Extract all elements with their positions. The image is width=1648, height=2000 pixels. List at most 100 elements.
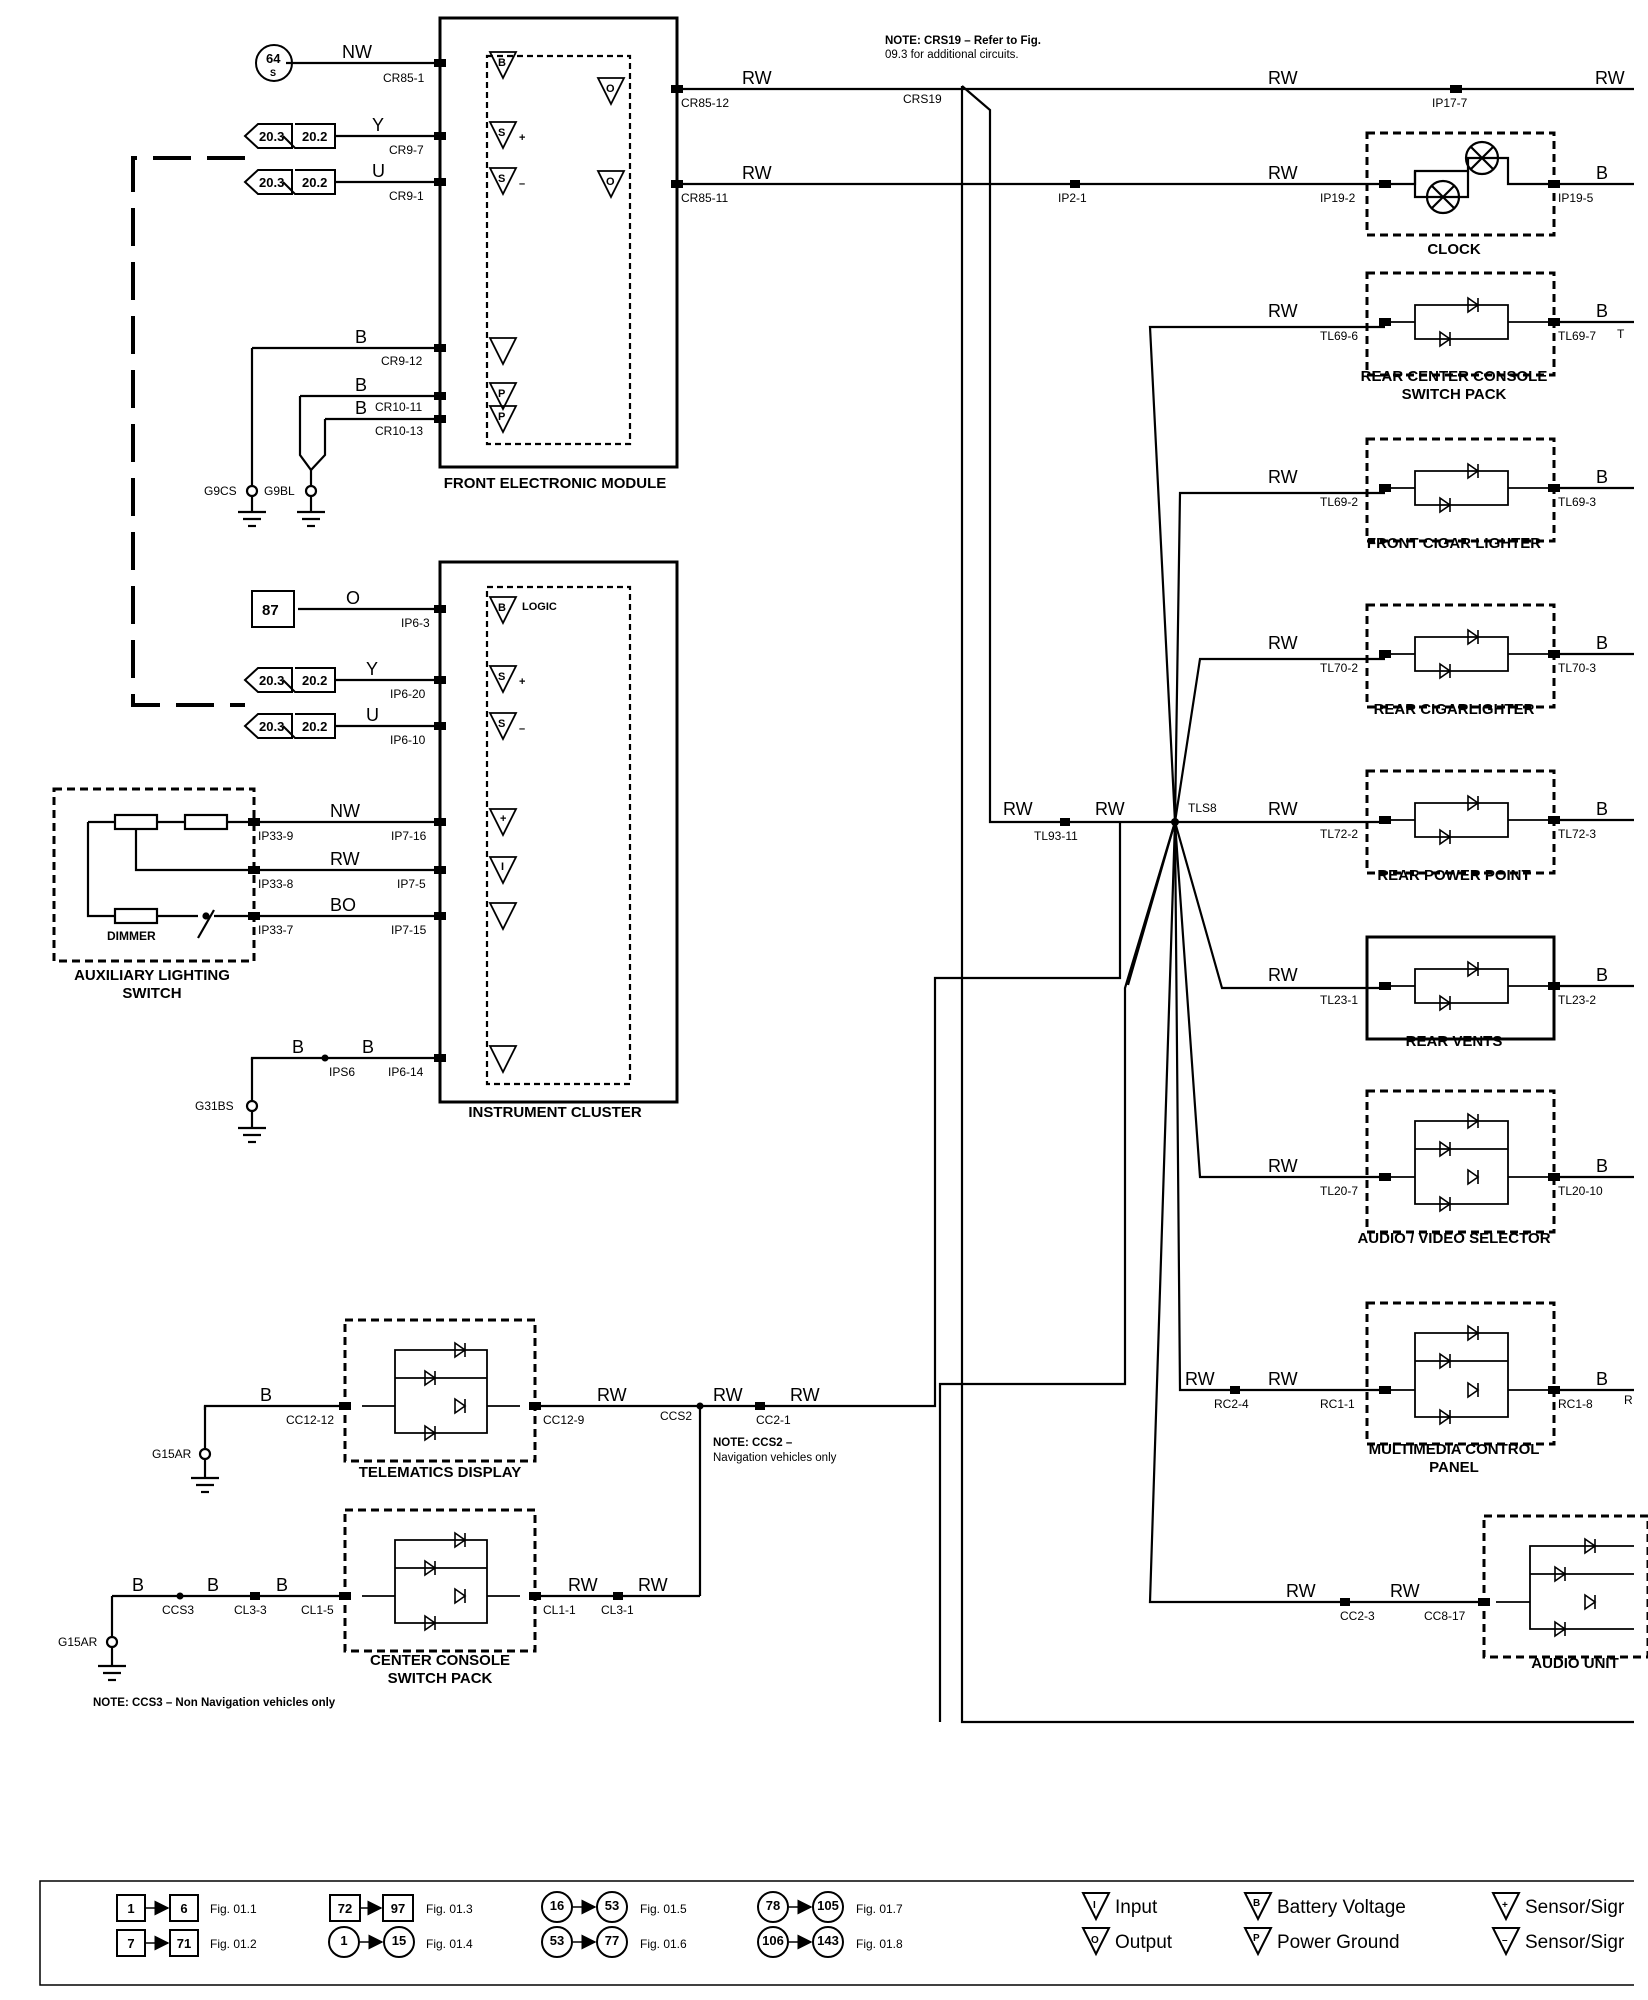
svg-text:RW: RW xyxy=(1268,163,1298,183)
svg-text:RW: RW xyxy=(1390,1581,1420,1601)
svg-text:RC1-8: RC1-8 xyxy=(1558,1397,1593,1411)
ref-20-2-b: 20.2 xyxy=(302,175,327,190)
svg-text:CC2-3: CC2-3 xyxy=(1340,1609,1375,1623)
svg-text:S: S xyxy=(498,671,505,683)
svg-text:B: B xyxy=(207,1575,219,1595)
svg-text:Fig. 01.6: Fig. 01.6 xyxy=(640,1937,687,1951)
svg-text:RW: RW xyxy=(1268,1369,1298,1389)
svg-text:TL69-3: TL69-3 xyxy=(1558,495,1596,509)
ref-20-3-b: 20.3 xyxy=(259,175,284,190)
svg-text:TL70-3: TL70-3 xyxy=(1558,661,1596,675)
svg-text:NW: NW xyxy=(330,801,360,821)
svg-text:CLOCK: CLOCK xyxy=(1427,241,1480,258)
svg-text:B: B xyxy=(132,1575,144,1595)
svg-text:106: 106 xyxy=(762,1933,784,1948)
svg-text:TL93-11: TL93-11 xyxy=(1034,829,1078,843)
svg-text:MULTIMEDIA CONTROL: MULTIMEDIA CONTROL xyxy=(1369,1441,1540,1458)
svg-text:SWITCH: SWITCH xyxy=(122,985,181,1002)
svg-text:6: 6 xyxy=(180,1901,187,1916)
svg-text:Fig. 01.7: Fig. 01.7 xyxy=(856,1902,903,1916)
svg-text:77: 77 xyxy=(605,1933,619,1948)
svg-text:RW: RW xyxy=(568,1575,598,1595)
svg-text:I: I xyxy=(1093,1900,1096,1911)
svg-text:S: S xyxy=(498,173,505,185)
svg-text:RC2-4: RC2-4 xyxy=(1214,1397,1249,1411)
svg-text:CR9-7: CR9-7 xyxy=(389,143,424,157)
svg-text:RW: RW xyxy=(1268,633,1298,653)
svg-text:O: O xyxy=(1091,1935,1099,1946)
svg-text:REAR CENTER CONSOLE: REAR CENTER CONSOLE xyxy=(1361,368,1548,385)
svg-text:NOTE: CCS2 –: NOTE: CCS2 – xyxy=(713,1437,793,1449)
reference-bubbles xyxy=(243,44,336,739)
svg-text:RW: RW xyxy=(597,1385,627,1405)
fem-pin-symbols xyxy=(488,51,626,435)
svg-text:IP33-9: IP33-9 xyxy=(258,829,294,843)
ref-20-2-a: 20.2 xyxy=(302,129,327,144)
svg-text:CL3-3: CL3-3 xyxy=(234,1603,267,1617)
svg-text:BO: BO xyxy=(330,895,356,915)
svg-text:CL3-1: CL3-1 xyxy=(601,1603,634,1617)
svg-text:G31BS: G31BS xyxy=(195,1099,234,1113)
module-titles: FRONT ELECTRONIC MODULE INSTRUMENT CLUST… xyxy=(74,241,1619,1687)
svg-text:P: P xyxy=(498,388,505,400)
svg-text:143: 143 xyxy=(817,1933,839,1948)
svg-text:Fig. 01.2: Fig. 01.2 xyxy=(210,1937,257,1951)
svg-text:TL20-10: TL20-10 xyxy=(1558,1184,1603,1198)
svg-text:AUDIO UNIT: AUDIO UNIT xyxy=(1531,1655,1619,1672)
svg-text:Fig. 01.8: Fig. 01.8 xyxy=(856,1937,903,1951)
svg-text:AUXILIARY LIGHTING: AUXILIARY LIGHTING xyxy=(74,967,230,984)
svg-text:REAR CIGARLIGHTER: REAR CIGARLIGHTER xyxy=(1374,701,1535,718)
svg-text:RW: RW xyxy=(1003,799,1033,819)
svg-text:TL23-2: TL23-2 xyxy=(1558,993,1596,1007)
svg-text:RW: RW xyxy=(1095,799,1125,819)
svg-text:RW: RW xyxy=(638,1575,668,1595)
svg-text:PANEL: PANEL xyxy=(1429,1459,1479,1476)
svg-text:CR10-11: CR10-11 xyxy=(375,400,422,414)
svg-text:TL23-1: TL23-1 xyxy=(1320,993,1358,1007)
svg-text:G15AR: G15AR xyxy=(152,1447,192,1461)
svg-text:TL20-7: TL20-7 xyxy=(1320,1184,1358,1198)
svg-text:CCS3: CCS3 xyxy=(162,1603,194,1617)
svg-text:IP6-14: IP6-14 xyxy=(388,1065,424,1079)
svg-text:FRONT ELECTRONIC MODULE: FRONT ELECTRONIC MODULE xyxy=(444,475,667,492)
svg-text:IP6-3: IP6-3 xyxy=(401,616,430,630)
svg-text:TL69-6: TL69-6 xyxy=(1320,329,1358,343)
ref-20-2-d: 20.2 xyxy=(302,719,327,734)
svg-text:16: 16 xyxy=(550,1898,564,1913)
svg-text:CC8-17: CC8-17 xyxy=(1424,1609,1466,1623)
svg-text:I: I xyxy=(501,861,504,873)
svg-text:53: 53 xyxy=(605,1898,619,1913)
svg-text:RW: RW xyxy=(1268,799,1298,819)
svg-text:Sensor/Sigr: Sensor/Sigr xyxy=(1525,1932,1625,1953)
svg-text:G9CS: G9CS xyxy=(204,484,237,498)
svg-text:CENTER CONSOLE: CENTER CONSOLE xyxy=(370,1652,510,1669)
svg-text:CR85-1: CR85-1 xyxy=(383,71,425,85)
svg-text:P: P xyxy=(498,411,505,423)
svg-text:TL72-3: TL72-3 xyxy=(1558,827,1596,841)
svg-text:IP33-7: IP33-7 xyxy=(258,923,294,937)
svg-text:LOGIC: LOGIC xyxy=(522,601,557,613)
svg-text:B: B xyxy=(1596,1156,1608,1176)
svg-text:S: S xyxy=(498,718,505,730)
svg-text:NOTE: CCS3 – Non Navigation ve: NOTE: CCS3 – Non Navigation vehicles onl… xyxy=(93,1697,336,1709)
svg-text:IP19-5: IP19-5 xyxy=(1558,191,1594,205)
svg-text:O: O xyxy=(606,176,615,188)
svg-text:CC12-9: CC12-9 xyxy=(543,1413,585,1427)
svg-text:Fig. 01.3: Fig. 01.3 xyxy=(426,1902,473,1916)
svg-text:IP33-8: IP33-8 xyxy=(258,877,294,891)
ref-20-3-d: 20.3 xyxy=(259,719,284,734)
svg-text:RW: RW xyxy=(742,68,772,88)
svg-text:Battery Voltage: Battery Voltage xyxy=(1277,1897,1406,1918)
svg-text:B: B xyxy=(362,1037,374,1057)
svg-text:7: 7 xyxy=(127,1936,134,1951)
connector-labels: CR85-1 CR9-7 CR9-1 CR9-12 CR10-11 CR10-1… xyxy=(58,71,1603,1649)
svg-text:INSTRUMENT CLUSTER: INSTRUMENT CLUSTER xyxy=(468,1104,641,1121)
svg-text:R: R xyxy=(1624,1393,1633,1407)
svg-text:RW: RW xyxy=(1286,1581,1316,1601)
svg-text:B: B xyxy=(276,1575,288,1595)
svg-text:105: 105 xyxy=(817,1898,839,1913)
svg-text:97: 97 xyxy=(391,1901,405,1916)
svg-text:AUDIO / VIDEO SELECTOR: AUDIO / VIDEO SELECTOR xyxy=(1357,1230,1550,1247)
svg-text:CC2-1: CC2-1 xyxy=(756,1413,791,1427)
svg-text:RW: RW xyxy=(713,1385,743,1405)
